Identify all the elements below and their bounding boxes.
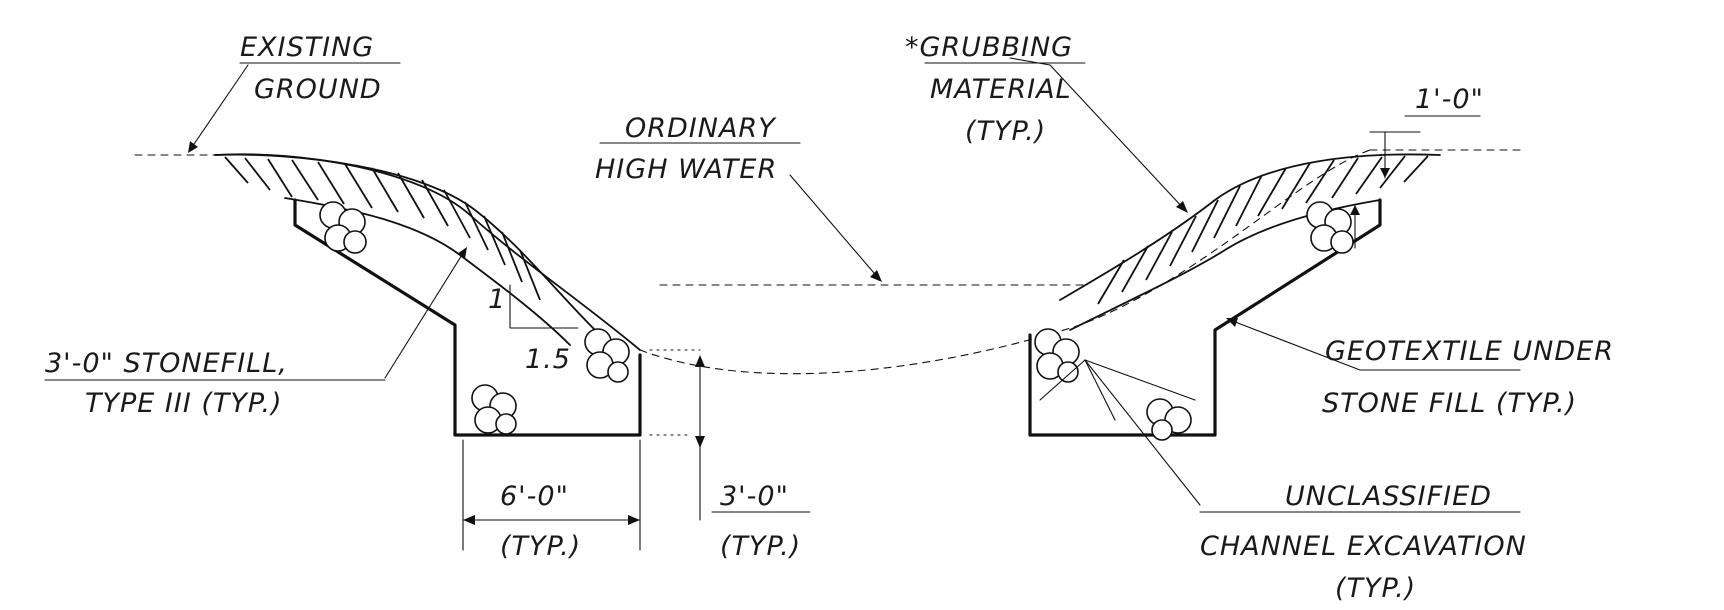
geotextile-line1: GEOTEXTILE UNDER: [1325, 336, 1614, 367]
unclassified-line2: CHANNEL EXCAVATION: [1200, 531, 1527, 562]
three-foot-typ: (TYP.): [720, 531, 801, 562]
label-one-foot: 1'-0": [1404, 84, 1484, 117]
existing-ground-line2: GROUND: [254, 74, 382, 105]
right-stonefill-outline: [1028, 198, 1382, 437]
label-geotextile: GEOTEXTILE UNDER STONE FILL (TYP.): [1322, 336, 1614, 419]
label-existing-ground: EXISTING GROUND: [239, 32, 401, 105]
six-foot-dimension: [462, 439, 641, 551]
label-unclassified: UNCLASSIFIED CHANNEL EXCAVATION (TYP.): [1199, 481, 1527, 604]
leaders: [188, 57, 1521, 506]
label-ordinary-high-water: ORDINARY HIGH WATER: [595, 113, 801, 185]
ohw-line2: HIGH WATER: [595, 154, 777, 185]
label-three-foot: 3'-0" (TYP.): [711, 481, 811, 562]
stonefill-line2: TYPE III (TYP.): [85, 388, 283, 419]
label-grubbing: *GRUBBING MATERIAL (TYP.): [905, 32, 1086, 147]
existing-ground-line1: EXISTING: [240, 32, 374, 63]
one-foot-dimension: [1350, 131, 1421, 249]
slope-indicator: [509, 284, 579, 329]
unclassified-line3: (TYP.): [1335, 573, 1416, 604]
ohw-line1: ORDINARY: [625, 113, 777, 144]
six-foot-text: 6'-0": [500, 481, 569, 512]
grubbing-line1: *GRUBBING: [905, 32, 1073, 63]
one-foot-text: 1'-0": [1415, 84, 1484, 115]
right-grubbing-hatch: [1059, 153, 1441, 331]
left-stonefill-outline: [293, 198, 642, 437]
unclassified-line1: UNCLASSIFIED: [1285, 481, 1492, 512]
existing-ground-line: [134, 149, 1521, 375]
right-rocks: [1034, 201, 1354, 441]
three-foot-text: 3'-0": [720, 481, 789, 512]
label-six-foot: 6'-0" (TYP.): [500, 481, 581, 562]
geotextile-line2: STONE FILL (TYP.): [1322, 388, 1577, 419]
left-rocks: [319, 201, 630, 435]
three-foot-dimension: [649, 349, 705, 521]
slope-run: 1.5: [525, 344, 571, 375]
left-grubbing-hatch: [214, 153, 596, 346]
six-foot-typ: (TYP.): [500, 531, 581, 562]
label-stonefill: 3'-0" STONEFILL, TYPE III (TYP.): [44, 348, 386, 419]
stonefill-line1: 3'-0" STONEFILL,: [45, 348, 288, 379]
grubbing-line2: MATERIAL: [930, 74, 1072, 105]
grubbing-line3: (TYP.): [965, 116, 1046, 147]
label-slope: 1 1.5: [488, 284, 571, 375]
slope-rise: 1: [488, 284, 506, 315]
